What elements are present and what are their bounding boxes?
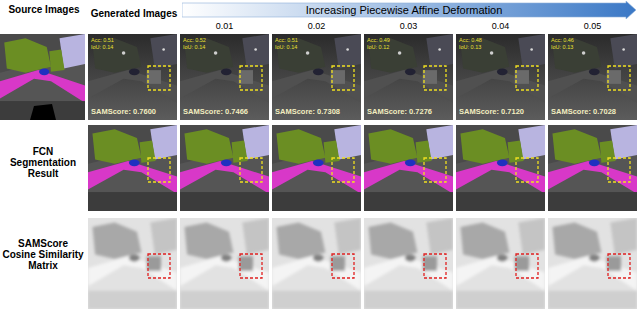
deformation-value: 0.02 (272, 22, 361, 32)
row-label: SAMScore Cosine Similarity Matrix (1, 238, 85, 271)
iou-value: IoU: 0.14 (275, 44, 335, 50)
deformation-value: 0.03 (364, 22, 453, 32)
accuracy-value: Acc: 0.51 (91, 37, 151, 43)
samscore-value: SAMScore: 0.7466 (183, 108, 267, 116)
deformation-value: 0.04 (456, 22, 545, 32)
accuracy-value: Acc: 0.48 (459, 37, 519, 43)
gradient-arrow-band: Increasing Piecewise Affine Deformation (182, 1, 636, 19)
row-label: FCN Segmentation Result (1, 146, 85, 179)
accuracy-value: Acc: 0.52 (183, 37, 243, 43)
band-title: Increasing Piecewise Affine Deformation (182, 1, 636, 19)
samscore-value: SAMScore: 0.7276 (367, 108, 451, 116)
deformation-value: 0.05 (548, 22, 637, 32)
iou-value: IoU: 0.12 (367, 44, 427, 50)
iou-value: IoU: 0.14 (91, 44, 151, 50)
iou-value: IoU: 0.13 (459, 44, 519, 50)
samscore-value: SAMScore: 0.7308 (275, 108, 359, 116)
accuracy-value: Acc: 0.49 (367, 37, 427, 43)
samscore-value: SAMScore: 0.7028 (551, 108, 635, 116)
samscore-value: SAMScore: 0.7120 (459, 108, 543, 116)
header-label: Source Images (2, 4, 86, 15)
accuracy-value: Acc: 0.51 (275, 37, 335, 43)
header-label: Generated Images (88, 8, 180, 19)
iou-value: IoU: 0.13 (551, 44, 611, 50)
accuracy-value: Acc: 0.46 (551, 37, 611, 43)
iou-value: IoU: 0.14 (183, 44, 243, 50)
samscore-value: SAMScore: 0.7600 (91, 108, 175, 116)
deformation-value: 0.01 (180, 22, 269, 32)
